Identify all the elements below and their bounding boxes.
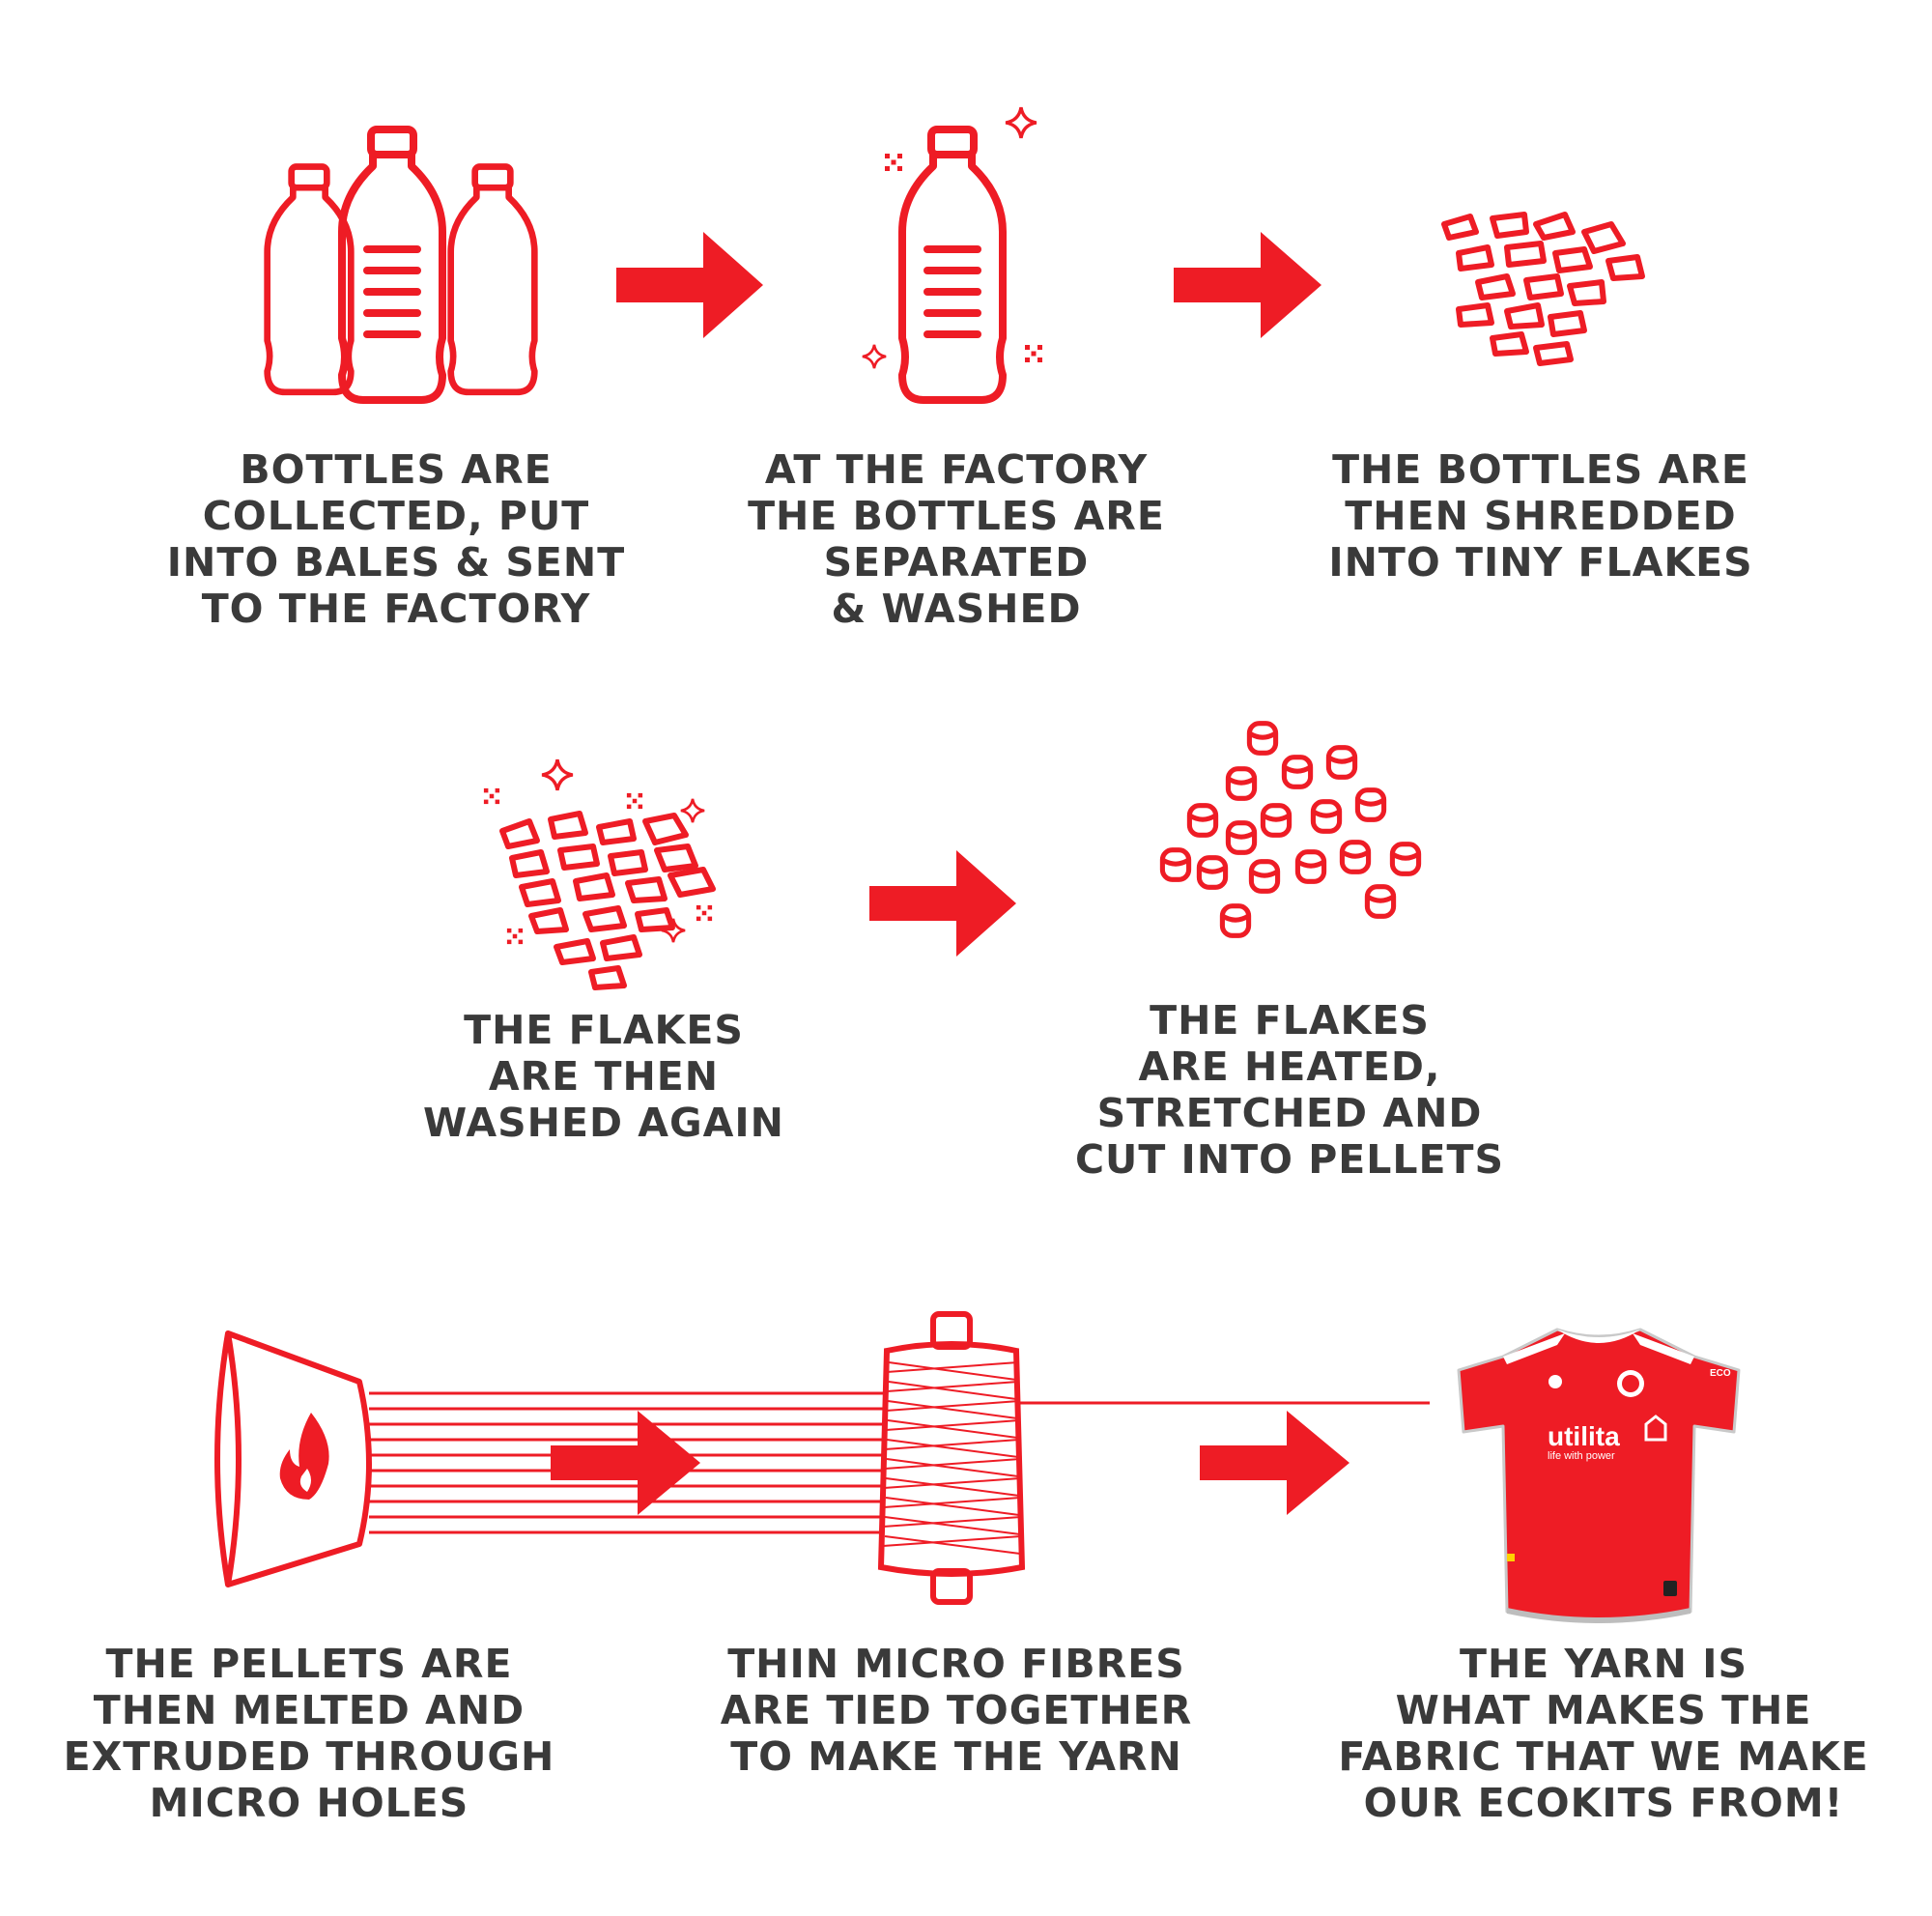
flame-icon (279, 1413, 329, 1500)
caption-step-5: THE FLAKES ARE HEATED, STRETCHED AND CUT… (1038, 997, 1541, 1183)
caption-line: STRETCHED AND (1096, 1090, 1483, 1136)
caption-line: THE PELLETS ARE (105, 1641, 513, 1687)
caption-line: OUR ECOKITS FROM! (1363, 1780, 1844, 1826)
caption-line: WASHED AGAIN (423, 1100, 784, 1146)
caption-line: AT THE FACTORY (764, 446, 1149, 493)
extruder-icon (214, 1330, 884, 1587)
caption-line: INTO TINY FLAKES (1328, 539, 1753, 586)
pellets-icon (1162, 724, 1418, 936)
caption-line: ARE TIED TOGETHER (720, 1687, 1193, 1733)
arrow-1 (616, 232, 763, 338)
caption-line: THE BOTTLES ARE (1332, 446, 1749, 493)
arrow-5 (1200, 1411, 1350, 1515)
arrow-4 (551, 1411, 700, 1515)
caption-step-3: THE BOTTLES ARE THEN SHREDDED INTO TINY … (1285, 446, 1797, 586)
caption-line: FABRIC THAT WE MAKE (1338, 1733, 1869, 1780)
arrow-2 (1174, 232, 1321, 338)
caption-line: THE FLAKES (464, 1007, 744, 1053)
caption-line: MICRO HOLES (149, 1780, 469, 1826)
caption-line: TO MAKE THE YARN (730, 1733, 1182, 1780)
arrow-3 (869, 850, 1016, 957)
caption-line: THEN SHREDDED (1345, 493, 1737, 539)
flakes-icon (1441, 212, 1645, 366)
caption-line: TO THE FACTORY (201, 586, 591, 632)
caption-line: THE BOTTLES ARE (748, 493, 1165, 539)
caption-step-6: THE PELLETS ARE THEN MELTED AND EXTRUDED… (19, 1641, 599, 1826)
caption-line: WHAT MAKES THE (1395, 1687, 1812, 1733)
caption-line: BOTTLES ARE (240, 446, 553, 493)
caption-line: ARE THEN (488, 1053, 720, 1100)
caption-step-4: THE FLAKES ARE THEN WASHED AGAIN (367, 1007, 840, 1146)
caption-line: SEPARATED (823, 539, 1090, 586)
caption-line: & WASHED (831, 586, 1082, 632)
caption-step-2: AT THE FACTORY THE BOTTLES ARE SEPARATED… (715, 446, 1198, 632)
caption-line: THIN MICRO FIBRES (727, 1641, 1185, 1687)
caption-line: EXTRUDED THROUGH (63, 1733, 555, 1780)
caption-step-8: THE YARN IS WHAT MAKES THE FABRIC THAT W… (1294, 1641, 1913, 1826)
caption-line: CUT INTO PELLETS (1074, 1136, 1505, 1183)
caption-line: INTO BALES & SENT (166, 539, 626, 586)
shirt-sleeve-text: ECO (1710, 1368, 1731, 1379)
caption-line: COLLECTED, PUT (202, 493, 590, 539)
clean-bottle-icon (862, 106, 1042, 400)
patch-icon (1663, 1581, 1677, 1596)
brand-logo-icon (1548, 1375, 1562, 1388)
badge-icon (1507, 1554, 1515, 1561)
shirt-sponsor: utilita (1548, 1421, 1620, 1451)
yarn-spool-icon (877, 1311, 1430, 1605)
caption-line: THE FLAKES (1150, 997, 1430, 1044)
shirt-tagline: life with power (1548, 1450, 1615, 1462)
football-shirt-icon: utilita life with power ECO (1457, 1328, 1741, 1623)
caption-line: THE YARN IS (1460, 1641, 1747, 1687)
caption-line: THEN MELTED AND (93, 1687, 526, 1733)
caption-line: ARE HEATED, (1138, 1044, 1441, 1090)
three-bottles-icon (268, 129, 535, 400)
caption-step-1: BOTTLES ARE COLLECTED, PUT INTO BALES & … (145, 446, 647, 632)
washed-flakes-icon (483, 758, 716, 990)
caption-step-7: THIN MICRO FIBRES ARE TIED TOGETHER TO M… (676, 1641, 1236, 1780)
